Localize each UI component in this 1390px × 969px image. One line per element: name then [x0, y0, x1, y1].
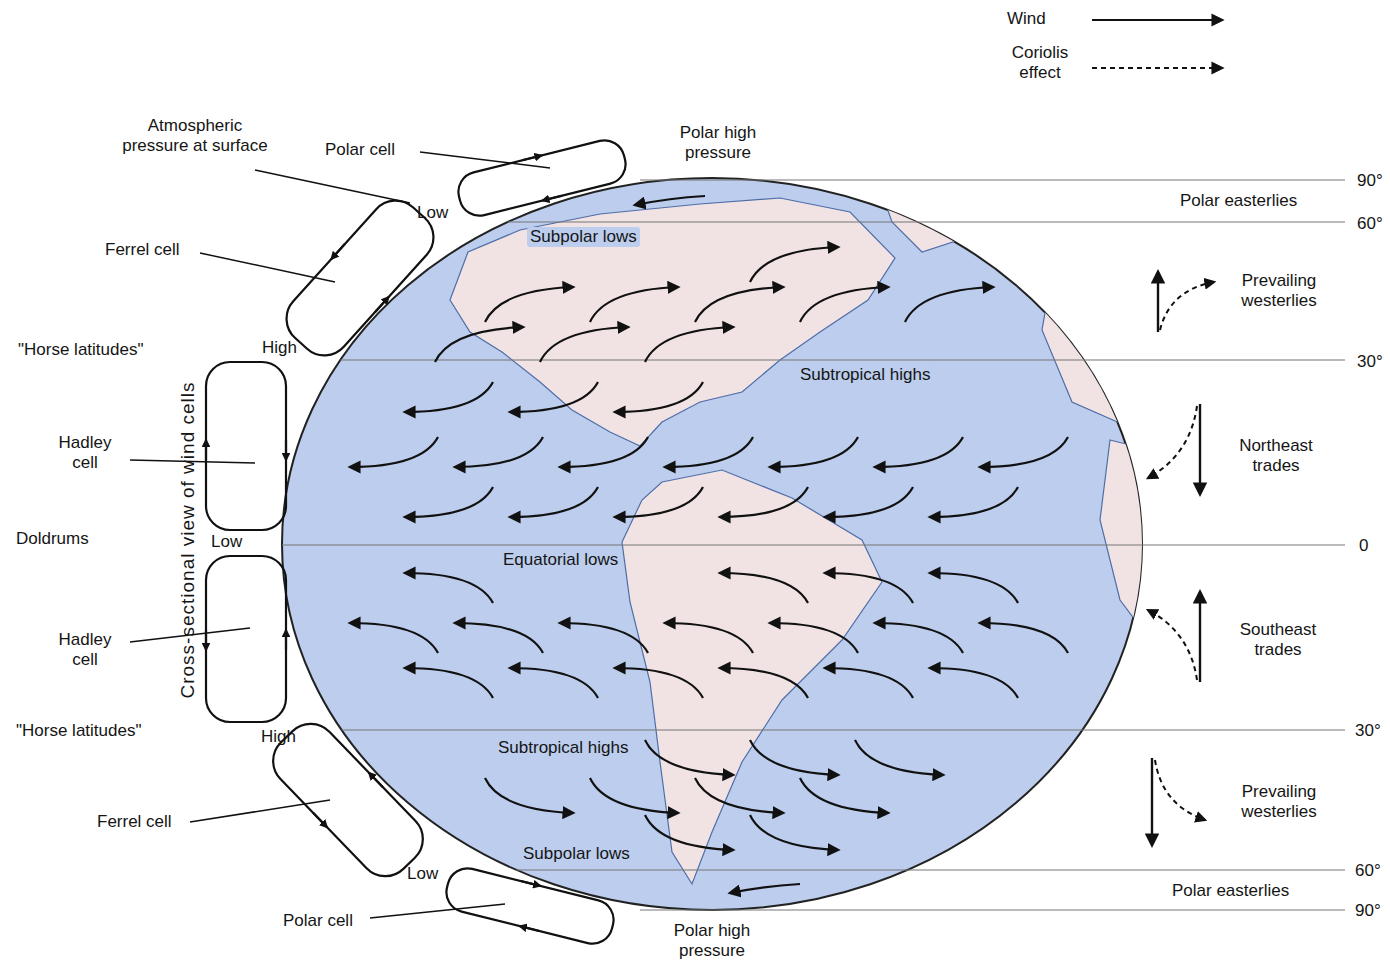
wind-label: Doldrums — [16, 529, 89, 549]
polar-cell-loop — [454, 136, 630, 220]
wind-label: Atmospheric pressure at surface — [120, 116, 270, 156]
polar-cell-loop — [442, 864, 618, 948]
wind-label: Prevailing westerlies — [1220, 782, 1338, 822]
wind-label: High — [262, 338, 297, 358]
hadley-cell-loop — [206, 362, 286, 530]
wind-label: Low — [407, 864, 438, 884]
legend-text: Wind — [1007, 9, 1046, 29]
wind-label: Hadley cell — [45, 433, 125, 473]
wind-label: Polar cell — [283, 911, 353, 931]
wind-label: "Horse latitudes" — [16, 721, 141, 741]
latitude-label: 60° — [1355, 861, 1381, 881]
wind-label: High — [261, 727, 296, 747]
wind-label: Polar easterlies — [1172, 881, 1289, 901]
wind-label: Ferrel cell — [105, 240, 180, 260]
latitude-label: 90° — [1355, 901, 1381, 921]
latitude-label: 60° — [1357, 214, 1383, 234]
wind-label: Polar easterlies — [1180, 191, 1297, 211]
wind-label: Subpolar lows — [520, 844, 633, 864]
hadley-cell-loop — [206, 556, 286, 722]
wind-arrows — [350, 196, 1068, 893]
wind-label: Low — [417, 203, 448, 223]
wind-label: "Horse latitudes" — [18, 340, 143, 360]
latitude-label: 90° — [1357, 171, 1383, 191]
land-masses — [450, 188, 1150, 884]
section-title: Cross-sectional view of wind cells — [177, 382, 197, 699]
latitude-label: 0 — [1359, 536, 1368, 556]
wind-label: Northeast trades — [1220, 436, 1332, 476]
wind-label: Ferrel cell — [97, 812, 172, 832]
wind-cells — [206, 136, 630, 948]
wind-label: Subpolar lows — [527, 227, 640, 247]
wind-label: Hadley cell — [45, 630, 125, 670]
wind-label: Southeast trades — [1222, 620, 1334, 660]
wind-label: Polar cell — [325, 140, 395, 160]
wind-sample — [1092, 19, 1222, 21]
coriolis-sample — [1092, 67, 1222, 69]
latitude-label: 30° — [1355, 721, 1381, 741]
wind-label: Low — [211, 532, 242, 552]
wind-label: Subtropical highs — [495, 738, 631, 758]
leader-lines — [130, 152, 550, 918]
wind-label: Polar high pressure — [648, 123, 788, 163]
latitude-label: 30° — [1357, 352, 1383, 372]
wind-label: Equatorial lows — [500, 550, 621, 570]
legend-samples — [1092, 20, 1222, 68]
latitude-lines — [282, 180, 1345, 910]
legend-text: Coriolis effect — [990, 43, 1090, 83]
globe — [282, 178, 1142, 910]
wind-label: Polar high pressure — [642, 921, 782, 961]
wind-label: Prevailing westerlies — [1220, 271, 1338, 311]
direction-symbols — [1148, 272, 1214, 845]
wind-label: Subtropical highs — [797, 365, 933, 385]
